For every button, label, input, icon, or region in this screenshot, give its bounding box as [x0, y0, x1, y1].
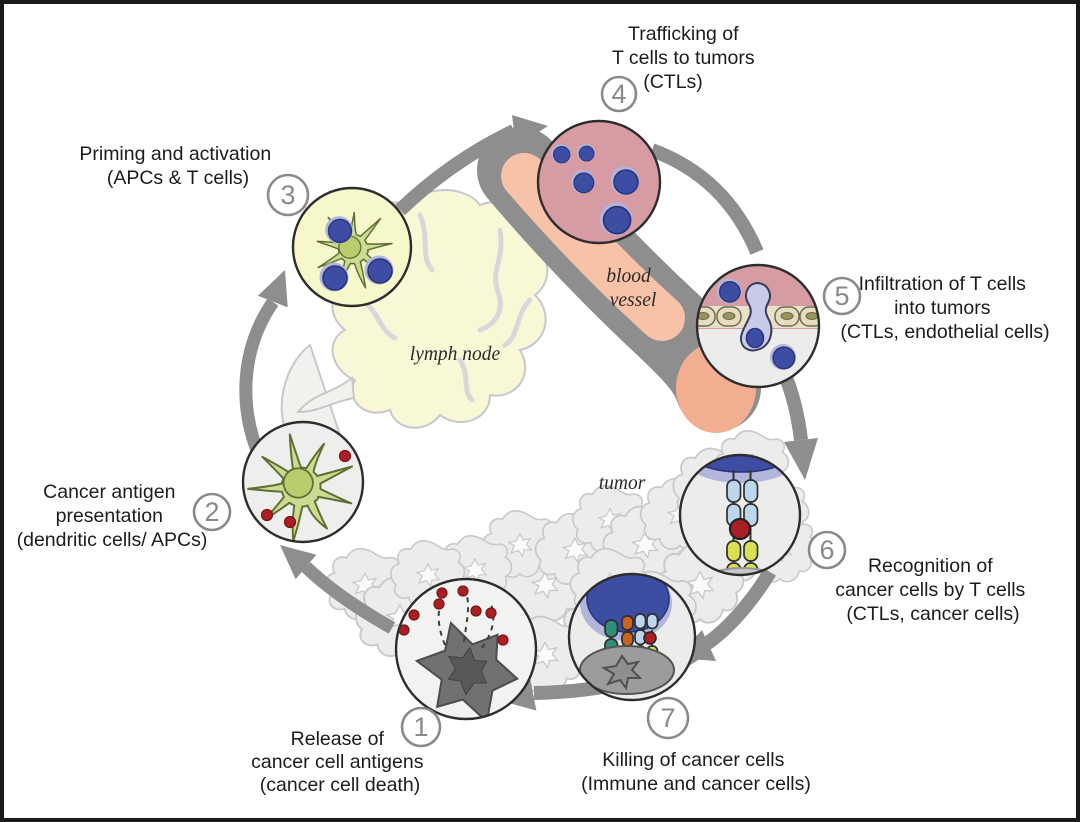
step-5-label: Infiltration of T cells into tumors (CTL…: [840, 273, 1049, 343]
step-1-node: [394, 577, 538, 721]
step-7-label: Killing of cancer cells (Immune and canc…: [581, 749, 811, 795]
blood-vessel-label: blood vessel: [606, 266, 656, 311]
t-cell: [550, 143, 572, 165]
t-cell: [769, 343, 797, 371]
cycle-arrow-2-3: [239, 270, 288, 465]
antigen-dot: [728, 517, 752, 541]
cancer-immunity-cycle-diagram: 1 2 3 4 5 6 7 Release of cancer cell ant…: [17, 23, 1050, 796]
step-3-node: [291, 186, 413, 308]
step-2-label: Cancer antigen presentation (dendritic c…: [17, 481, 208, 551]
endothelial-layer: [697, 306, 819, 327]
step-1-number-badge: 1: [400, 706, 442, 748]
step-2-number-badge: 2: [192, 492, 232, 532]
step-6-label: Recognition of cancer cells by T cells (…: [835, 555, 1030, 625]
t-cell: [609, 165, 641, 197]
migrating-t-cell: [739, 281, 773, 352]
step-3-label: Priming and activation (APCs & T cells): [79, 143, 276, 189]
cancer-cell: [579, 645, 675, 695]
step-6-number-badge: 6: [807, 530, 847, 570]
svg-text:2: 2: [204, 497, 219, 527]
step-5-number-badge: 5: [822, 276, 862, 316]
released-antigens: [398, 585, 509, 646]
t-cell: [598, 201, 634, 237]
svg-text:7: 7: [660, 703, 675, 733]
t-cell: [715, 277, 743, 305]
step-7-node: [567, 572, 697, 702]
step-7-number-badge: 7: [646, 696, 690, 740]
antigen-dot: [643, 631, 657, 645]
t-cell: [570, 169, 596, 195]
step-3-number-badge: 3: [266, 173, 310, 217]
svg-text:5: 5: [834, 281, 849, 311]
svg-text:6: 6: [819, 535, 834, 565]
cycle-arrow-1-2: [280, 545, 396, 634]
t-cell: [363, 254, 395, 286]
t-cell: [324, 215, 354, 245]
step-4-label: Trafficking of T cells to tumors (CTLs): [612, 23, 760, 93]
svg-text:1: 1: [413, 712, 428, 742]
step-4-node: [536, 119, 662, 245]
step-4-number-badge: 4: [600, 75, 638, 113]
cycle-arrow-3-4: [395, 115, 548, 216]
t-cell: [318, 261, 350, 293]
step-2-node: [235, 420, 368, 556]
lymph-node-label: lymph node: [410, 344, 501, 365]
cancer-cell: [691, 567, 793, 575]
cycle-arrow-4-5: [649, 143, 764, 255]
step-1-label: Release of cancer cell antigens (cancer …: [251, 728, 429, 796]
svg-text:4: 4: [611, 79, 626, 109]
tumor-label: tumor: [599, 473, 646, 494]
t-cell: [576, 143, 596, 163]
svg-text:3: 3: [280, 180, 295, 210]
